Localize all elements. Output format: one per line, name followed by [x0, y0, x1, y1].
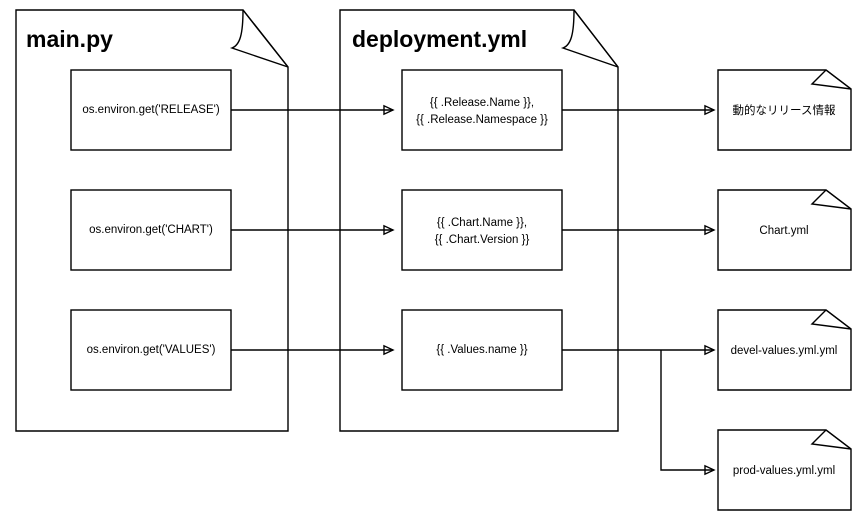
doc-prod-values-label: prod-values.yml.yml — [733, 465, 835, 477]
connector-group — [231, 104, 716, 476]
box-env-release-label: os.environ.get('RELEASE') — [82, 104, 220, 116]
box-env-chart[interactable]: os.environ.get('CHART') — [70, 189, 232, 271]
box-env-values-rect[interactable] — [70, 309, 232, 391]
arrowhead-values-mid-icon — [383, 344, 395, 356]
box-chart-tpl-line2: {{ .Chart.Version }} — [435, 234, 530, 246]
deployment-yml-fold-icon — [560, 9, 619, 68]
doc-release-info-fold-icon — [810, 69, 852, 90]
box-values-tpl-line1: {{ .Values.name }} — [436, 344, 527, 356]
box-env-values-label: os.environ.get('VALUES') — [87, 344, 216, 356]
doc-prod-values-outline[interactable] — [717, 429, 852, 511]
arrowhead-chart-doc-icon — [704, 224, 716, 236]
arrowhead-devel-doc-icon — [704, 344, 716, 356]
arrowhead-chart-mid-icon — [383, 224, 395, 236]
doc-devel-values-fold-icon — [810, 309, 852, 330]
box-release-tpl-line1: {{ .Release.Name }}, — [430, 97, 534, 109]
box-chart-tpl-line1: {{ .Chart.Name }}, — [437, 217, 527, 229]
doc-chart-yml-fold-edge-icon — [825, 189, 852, 210]
doc-chart-yml-fold-icon — [810, 189, 852, 210]
connector-values-prod — [660, 350, 714, 471]
arrowhead-release-doc-icon — [704, 104, 716, 116]
box-values-tpl[interactable]: {{ .Values.name }} — [401, 309, 563, 391]
box-env-release[interactable]: os.environ.get('RELEASE') — [70, 69, 232, 151]
main-py-fold-icon — [229, 9, 289, 68]
box-release-tpl-rect[interactable] — [401, 69, 563, 151]
doc-chart-yml[interactable]: Chart.yml — [717, 189, 852, 271]
box-env-chart-rect[interactable] — [70, 189, 232, 271]
doc-devel-values-outline[interactable] — [717, 309, 852, 391]
box-values-tpl-rect[interactable] — [401, 309, 563, 391]
arrowhead-prod-doc-icon — [704, 464, 716, 476]
box-release-tpl-line2: {{ .Release.Namespace }} — [416, 114, 548, 126]
box-release-tpl[interactable]: {{ .Release.Name }}, {{ .Release.Namespa… — [401, 69, 563, 151]
box-chart-tpl[interactable]: {{ .Chart.Name }}, {{ .Chart.Version }} — [401, 189, 563, 271]
box-chart-tpl-rect[interactable] — [401, 189, 563, 271]
deployment-yml-fold-edge-icon — [573, 9, 619, 68]
doc-prod-values-fold-edge-icon — [825, 429, 852, 450]
doc-devel-values-label: devel-values.yml.yml — [731, 345, 838, 357]
main-py-title: main.py — [26, 26, 113, 52]
doc-chart-yml-label: Chart.yml — [759, 225, 808, 237]
doc-devel-values[interactable]: devel-values.yml.yml — [717, 309, 852, 391]
doc-devel-values-fold-edge-icon — [825, 309, 852, 330]
arrowhead-release-mid-icon — [383, 104, 395, 116]
main-py-fold-edge-icon — [242, 9, 289, 68]
doc-prod-values[interactable]: prod-values.yml.yml — [717, 429, 852, 511]
box-env-chart-label: os.environ.get('CHART') — [89, 224, 213, 236]
box-env-values[interactable]: os.environ.get('VALUES') — [70, 309, 232, 391]
doc-release-info-fold-edge-icon — [825, 69, 852, 90]
box-env-release-rect[interactable] — [70, 69, 232, 151]
doc-chart-yml-outline[interactable] — [717, 189, 852, 271]
doc-release-info-label: 動的なリリース情報 — [733, 103, 836, 117]
doc-release-info-outline[interactable] — [717, 69, 852, 151]
doc-release-info[interactable]: 動的なリリース情報 — [717, 69, 852, 151]
deployment-yml-title: deployment.yml — [352, 26, 527, 52]
doc-prod-values-fold-icon — [810, 429, 852, 450]
